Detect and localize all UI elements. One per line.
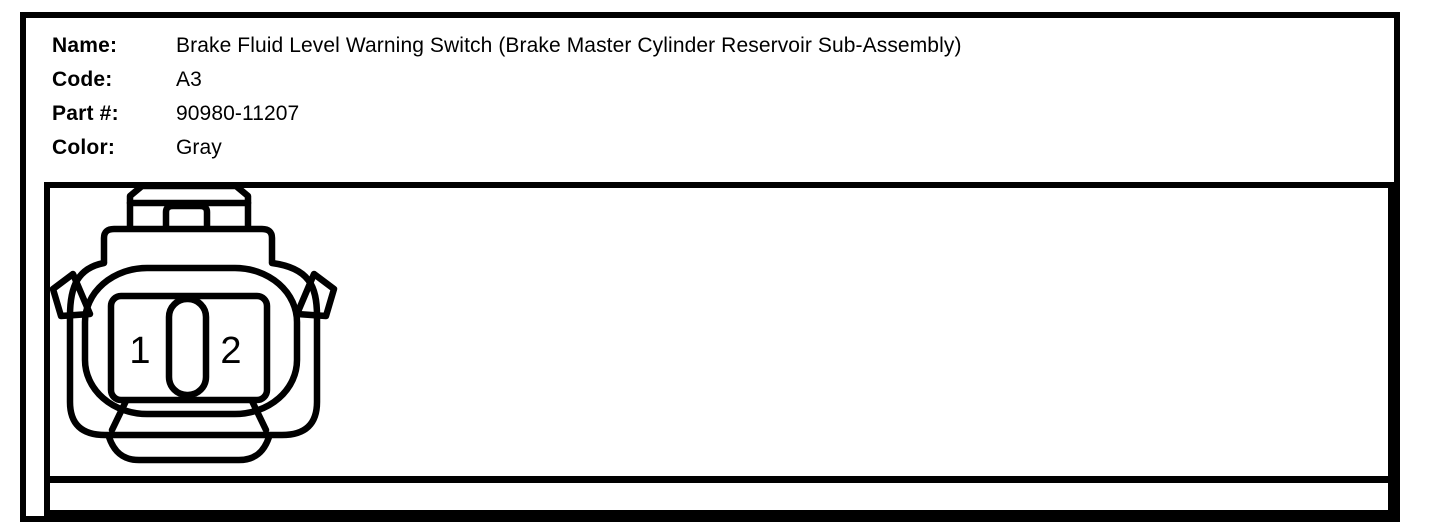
field-value-code: A3 <box>176 68 202 91</box>
field-value-color: Gray <box>176 136 222 159</box>
keel-flare-right <box>248 397 270 434</box>
field-value-name: Brake Fluid Level Warning Switch (Brake … <box>176 34 962 57</box>
connector-upper-housing <box>100 225 276 266</box>
connector-center-divider <box>165 295 210 399</box>
header-info: Name: Brake Fluid Level Warning Switch (B… <box>52 29 962 165</box>
field-label-code: Code: <box>52 68 113 91</box>
field-label-color: Color: <box>52 136 116 159</box>
diagram-table: 1 2 <box>44 182 1394 516</box>
keel-bowl <box>105 433 273 464</box>
field-label-name: Name: <box>52 34 118 57</box>
keel-flare-left <box>108 397 130 434</box>
field-value-part: 90980-11207 <box>176 102 300 125</box>
header-field-row-code: Code: A3 <box>52 63 962 97</box>
connector-face-diagram: 1 2 <box>49 182 338 464</box>
pin-2-label: 2 <box>220 330 241 372</box>
lock-tab-key-slot <box>162 202 211 231</box>
connector-ear-left <box>49 270 94 320</box>
field-label-part: Part #: <box>52 102 119 125</box>
connector-seal-ring <box>81 264 301 418</box>
connector-cavity <box>107 292 271 404</box>
header-field-row-part: Part #: 90980-11207 <box>52 97 962 131</box>
connector-lock-tab <box>126 182 252 231</box>
pin-1-label: 1 <box>129 330 150 372</box>
connector-keel <box>105 397 273 464</box>
diagram-cell: 1 2 <box>49 182 1388 476</box>
connector-body <box>66 259 321 439</box>
connector-ear-right <box>293 270 338 320</box>
header-field-row-color: Color: Gray <box>52 131 962 165</box>
diagram-footer-row <box>50 476 1388 510</box>
header-field-row-name: Name: Brake Fluid Level Warning Switch (B… <box>52 29 962 63</box>
